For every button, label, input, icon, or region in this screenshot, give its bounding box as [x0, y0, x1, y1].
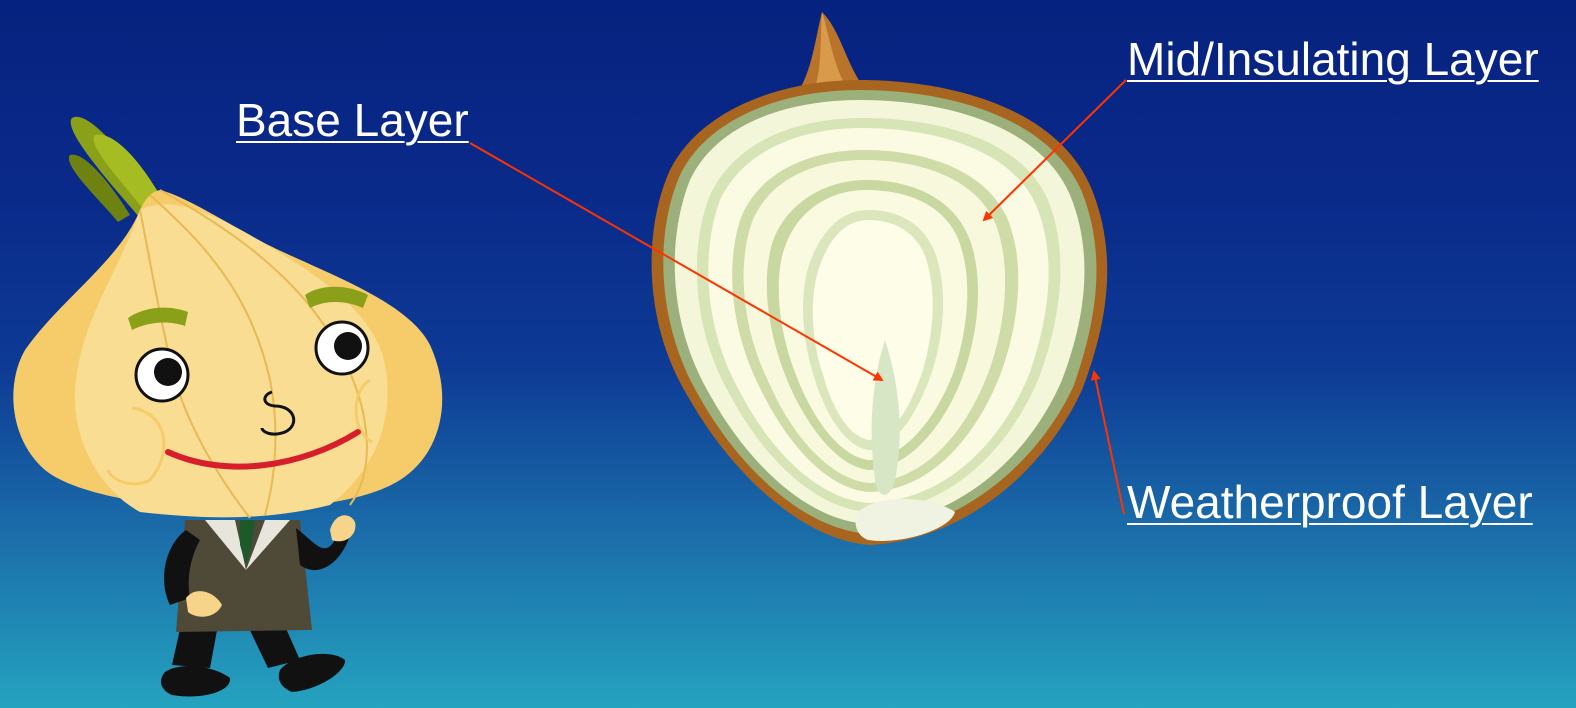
arrow-weatherproof-layer: [1094, 372, 1124, 514]
mid-insulating-layer-label[interactable]: Mid/Insulating Layer: [1127, 36, 1539, 82]
arrow-mid-layer: [984, 80, 1126, 220]
base-layer-label[interactable]: Base Layer: [236, 97, 469, 143]
arrow-base-layer: [470, 143, 882, 380]
weatherproof-layer-label[interactable]: Weatherproof Layer: [1127, 479, 1533, 525]
